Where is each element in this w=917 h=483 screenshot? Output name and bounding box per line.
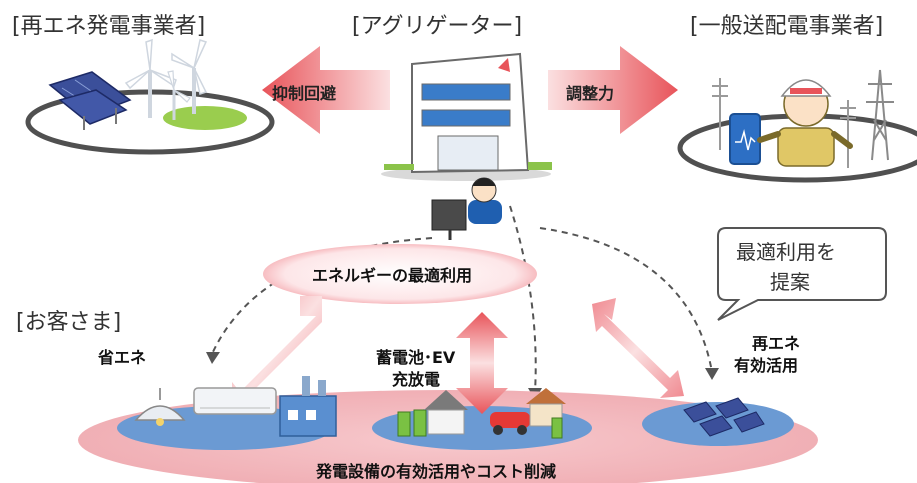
arrow-center-vertical	[456, 312, 508, 414]
bubble-line2: 提案	[770, 270, 810, 294]
solar-farm-icon	[48, 71, 247, 130]
left-arrow-shape	[262, 46, 390, 134]
air-conditioner-icon	[193, 387, 277, 415]
bottom-benefit-label: 発電設備の有効活用やコスト削減	[316, 462, 557, 481]
curtailment-avoidance-label: 抑制回避	[272, 84, 337, 103]
tablet-icon	[729, 113, 761, 165]
bubble-line1: 最適利用を	[736, 240, 836, 264]
solar-panels-icon	[683, 397, 765, 437]
storage-label-line1: 蓄電池･EV	[376, 348, 456, 367]
battery-icon	[397, 409, 427, 437]
transmission-operator-label: [一般送配電事業者]	[690, 14, 884, 39]
energy-saving-label: 省エネ	[98, 348, 147, 367]
arrow-right-diagonal	[592, 298, 684, 398]
optimal-use-ellipse	[263, 244, 537, 304]
arrow-left-diagonal	[232, 296, 322, 412]
aggregator-label: [アグリゲーター]	[352, 14, 523, 39]
customer-label: [お客さま]	[16, 310, 122, 335]
optimal-use-label: エネルギーの最適利用	[312, 266, 473, 285]
renewable-use-line2: 有効活用	[734, 356, 799, 375]
wind-turbine-icon	[124, 38, 208, 120]
ceiling-lamp-icon	[134, 388, 186, 426]
storage-label-line2: 充放電	[392, 370, 441, 389]
operator-at-computer-icon	[431, 177, 502, 240]
electric-car-icon	[490, 412, 530, 435]
transmission-tower-icon	[866, 69, 894, 161]
utility-pole-icon	[712, 78, 856, 168]
balancing-capacity-label: 調整力	[566, 84, 615, 103]
engineer-icon	[757, 79, 853, 167]
factory-icon	[279, 376, 337, 437]
office-building-icon	[381, 52, 552, 181]
speech-bubble-shape	[717, 227, 887, 321]
renewable-producer-label: [再エネ発電事業者]	[12, 14, 206, 39]
right-arrow-shape	[548, 46, 678, 134]
house-icon	[526, 388, 566, 439]
renewable-use-line1: 再エネ	[752, 334, 801, 353]
house-with-solar-icon	[424, 390, 468, 435]
